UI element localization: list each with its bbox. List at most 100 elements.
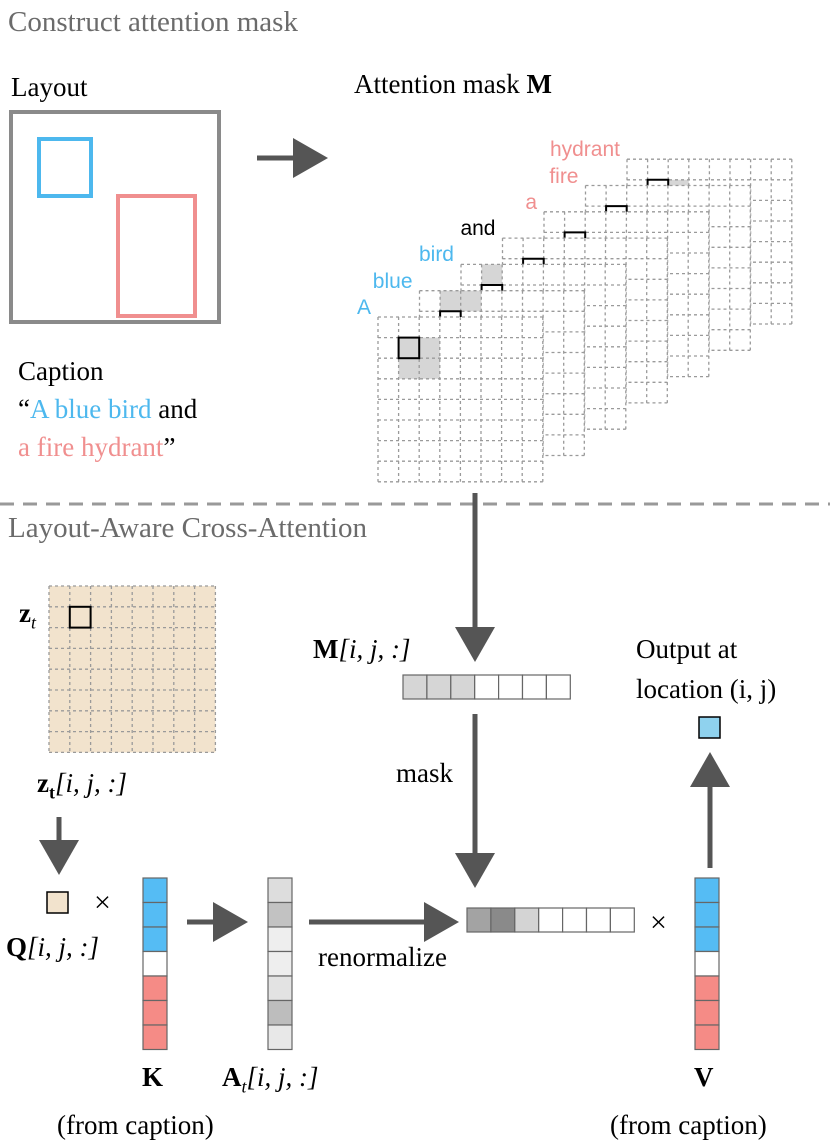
mask-slice-cell-5 — [521, 674, 547, 700]
attention-cell-4 — [267, 975, 293, 1002]
caption-blue-phrase: A blue bird — [29, 394, 152, 424]
attention-cell-5 — [267, 999, 293, 1026]
renormalized-vector — [466, 907, 635, 933]
output-label-line-1: Output at — [636, 634, 738, 664]
query-location-marker — [480, 284, 504, 291]
caption-open-quote: “ — [18, 394, 30, 424]
query-label: Q[i, j, :] — [6, 934, 99, 961]
mask-slice-cell-6 — [545, 674, 571, 700]
mask-slice-vector — [402, 674, 571, 700]
attention-cell-6 — [267, 1024, 293, 1051]
mask-slice-symbol: M — [313, 634, 339, 664]
key-source-label: (from caption) — [57, 1110, 214, 1140]
renormalize-word: renormalize — [318, 942, 447, 972]
token-label-0: A — [356, 296, 371, 319]
output-label-line-2: location (i, j) — [636, 674, 777, 704]
mask-slice-label: M[i, j, :] — [313, 636, 411, 663]
token-label-4: a — [525, 190, 537, 214]
mask-shaded-region — [481, 264, 503, 285]
attention-cell-3 — [267, 950, 293, 977]
value-cell-3 — [694, 950, 720, 977]
mask-word: mask — [396, 758, 453, 788]
value-cell-2 — [694, 926, 720, 953]
mask-slice-cell-1 — [426, 674, 452, 700]
value-cell-1 — [694, 901, 720, 928]
key-label: K — [142, 1062, 164, 1092]
mask-slice-cell-2 — [450, 674, 476, 700]
value-cell-5 — [694, 999, 720, 1026]
caption-close-quote: ” — [163, 432, 176, 462]
section-title-construct: Construct attention mask — [8, 6, 298, 38]
query-location-marker — [439, 310, 462, 318]
layout-label: Layout — [11, 72, 88, 102]
key-cell-4 — [142, 975, 168, 1002]
latent-symbol: z — [19, 598, 31, 628]
key-vector — [142, 877, 168, 1051]
renormalized-cell-1 — [490, 907, 516, 933]
token-label-2: bird — [418, 243, 454, 267]
attention-subscript: t — [241, 1076, 247, 1097]
attention-symbol: A — [222, 1062, 242, 1092]
mask-title-prefix: Attention mask — [354, 69, 527, 99]
latent-slice-index: [i, j, :] — [54, 768, 127, 798]
attention-cell-2 — [267, 926, 293, 953]
query-symbol: Q — [6, 932, 28, 962]
caption-label: Caption — [18, 356, 104, 386]
value-cell-4 — [694, 975, 720, 1002]
mask-slice-cell-3 — [474, 674, 500, 700]
mask-slice-cell-4 — [498, 674, 524, 700]
caption-line-2: a fire hydrant” — [18, 434, 175, 461]
value-label: V — [694, 1062, 714, 1092]
mask-layer-0 — [377, 316, 544, 483]
latent-grid — [48, 585, 217, 754]
output-cell — [698, 716, 721, 739]
attention-index: [i, j, :] — [246, 1062, 319, 1092]
attention-vector — [267, 877, 293, 1051]
query-location-marker — [646, 178, 670, 186]
section-title-cross-attention: Layout-Aware Cross-Attention — [8, 512, 367, 544]
query-index: [i, j, :] — [27, 932, 100, 962]
key-cell-1 — [142, 901, 168, 928]
key-cell-6 — [142, 1024, 168, 1051]
latent-query-cell — [68, 605, 92, 629]
layout-box — [9, 110, 221, 324]
key-cell-5 — [142, 999, 168, 1026]
renormalized-cell-2 — [514, 907, 540, 933]
query-cell — [46, 891, 69, 914]
caption-red-phrase: a fire hydrant — [18, 432, 164, 462]
value-vector — [694, 877, 720, 1051]
renormalized-cell-6 — [609, 907, 635, 933]
renormalized-cell-5 — [585, 907, 611, 933]
latent-slice-label: zt[i, j, :] — [37, 768, 127, 802]
query-location-marker — [563, 231, 587, 239]
latent-subscript: t — [30, 612, 36, 633]
query-location-marker — [397, 336, 421, 360]
latent-label: zt — [19, 598, 36, 633]
value-cell-6 — [694, 1024, 720, 1051]
attention-mask-stack — [377, 158, 793, 483]
blue-region-box — [37, 137, 93, 198]
caption-and-word: and — [151, 394, 198, 424]
caption-line-1: “A blue bird and — [18, 396, 197, 423]
renormalized-cell-4 — [561, 907, 588, 933]
query-location-marker — [522, 257, 545, 265]
key-cell-0 — [142, 877, 168, 904]
query-location-marker — [605, 205, 628, 213]
value-source-label: (from caption) — [610, 1110, 767, 1140]
attention-label: At[i, j, :] — [222, 1062, 319, 1097]
token-label-3: and — [460, 217, 496, 241]
attention-cell-0 — [267, 877, 293, 904]
red-region-box — [116, 194, 197, 318]
mask-title: Attention mask M — [354, 71, 552, 98]
mask-slice-cell-0 — [402, 674, 428, 700]
times-sign-1: × — [94, 886, 111, 919]
mask-title-symbol: M — [526, 69, 552, 99]
latent-slice-symbol: z — [37, 768, 49, 798]
attention-cell-1 — [267, 901, 293, 928]
renormalized-cell-0 — [466, 907, 492, 933]
token-label-6: hydrant — [549, 138, 620, 162]
key-cell-2 — [142, 926, 168, 953]
renormalized-cell-3 — [538, 907, 564, 933]
token-label-1: blue — [372, 269, 413, 293]
